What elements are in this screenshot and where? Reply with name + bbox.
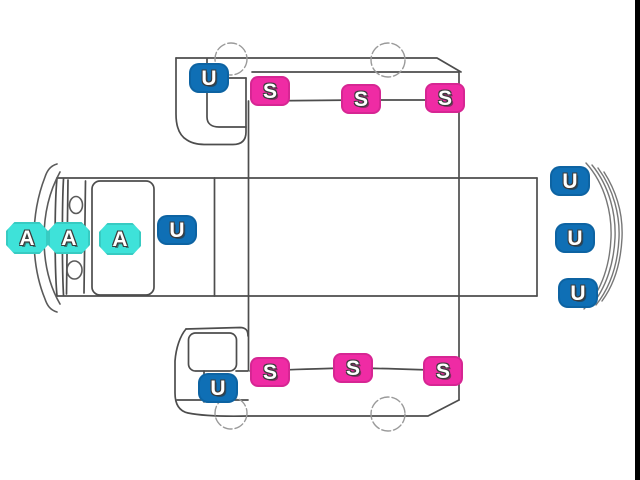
lower-chassis-line [247,399,460,417]
damage-badge-upper-side-cab: U [189,63,229,93]
damage-badge-upper-side-bed-front: S [250,76,290,106]
damage-badge-front-bumper: A [6,222,48,254]
damage-badge-lower-side-cab: U [198,373,238,403]
rear-arc-3 [595,167,620,306]
lower-cab-window [187,332,238,372]
rear-arc-2 [589,164,616,308]
upper-cab-door-line [206,90,247,128]
lower-rear-wheel [370,396,406,432]
damage-badge-lower-side-bed-front: S [250,357,290,387]
front-marker-circle-lower [66,260,83,280]
upper-cab-outline [175,57,247,146]
damage-badge-rear-upper: U [550,166,590,196]
damage-badge-lower-side-bed-rear: S [423,356,463,386]
rear-view-outline [583,162,623,310]
damage-badge-rear-middle: U [555,223,595,253]
upper-wheels [214,42,406,78]
rear-arc-1 [583,162,612,310]
damage-badge-cab-roof: U [157,215,197,245]
lower-cab-outline [174,328,249,418]
rear-arc-4 [601,171,623,302]
lower-wheels [214,396,406,432]
windshield-top-view [91,180,155,296]
damage-badge-upper-side-bed-rear: S [425,83,465,113]
front-marker-circle-upper [68,195,84,215]
damage-badge-lower-side-bed-middle: S [333,353,373,383]
damage-badge-front-panel: A [48,222,90,254]
upper-rear-wheel [370,42,406,78]
lower-cab-roof-edge [185,326,249,337]
upper-chassis-line [175,57,462,73]
fold-lines [247,71,460,401]
damage-badge-upper-side-bed-middle: S [341,84,381,114]
right-edge-black-bar [635,0,640,480]
upper-front-wheel [214,42,248,76]
damage-badge-front-windshield: A [99,223,141,255]
damage-badge-rear-lower: U [558,278,598,308]
